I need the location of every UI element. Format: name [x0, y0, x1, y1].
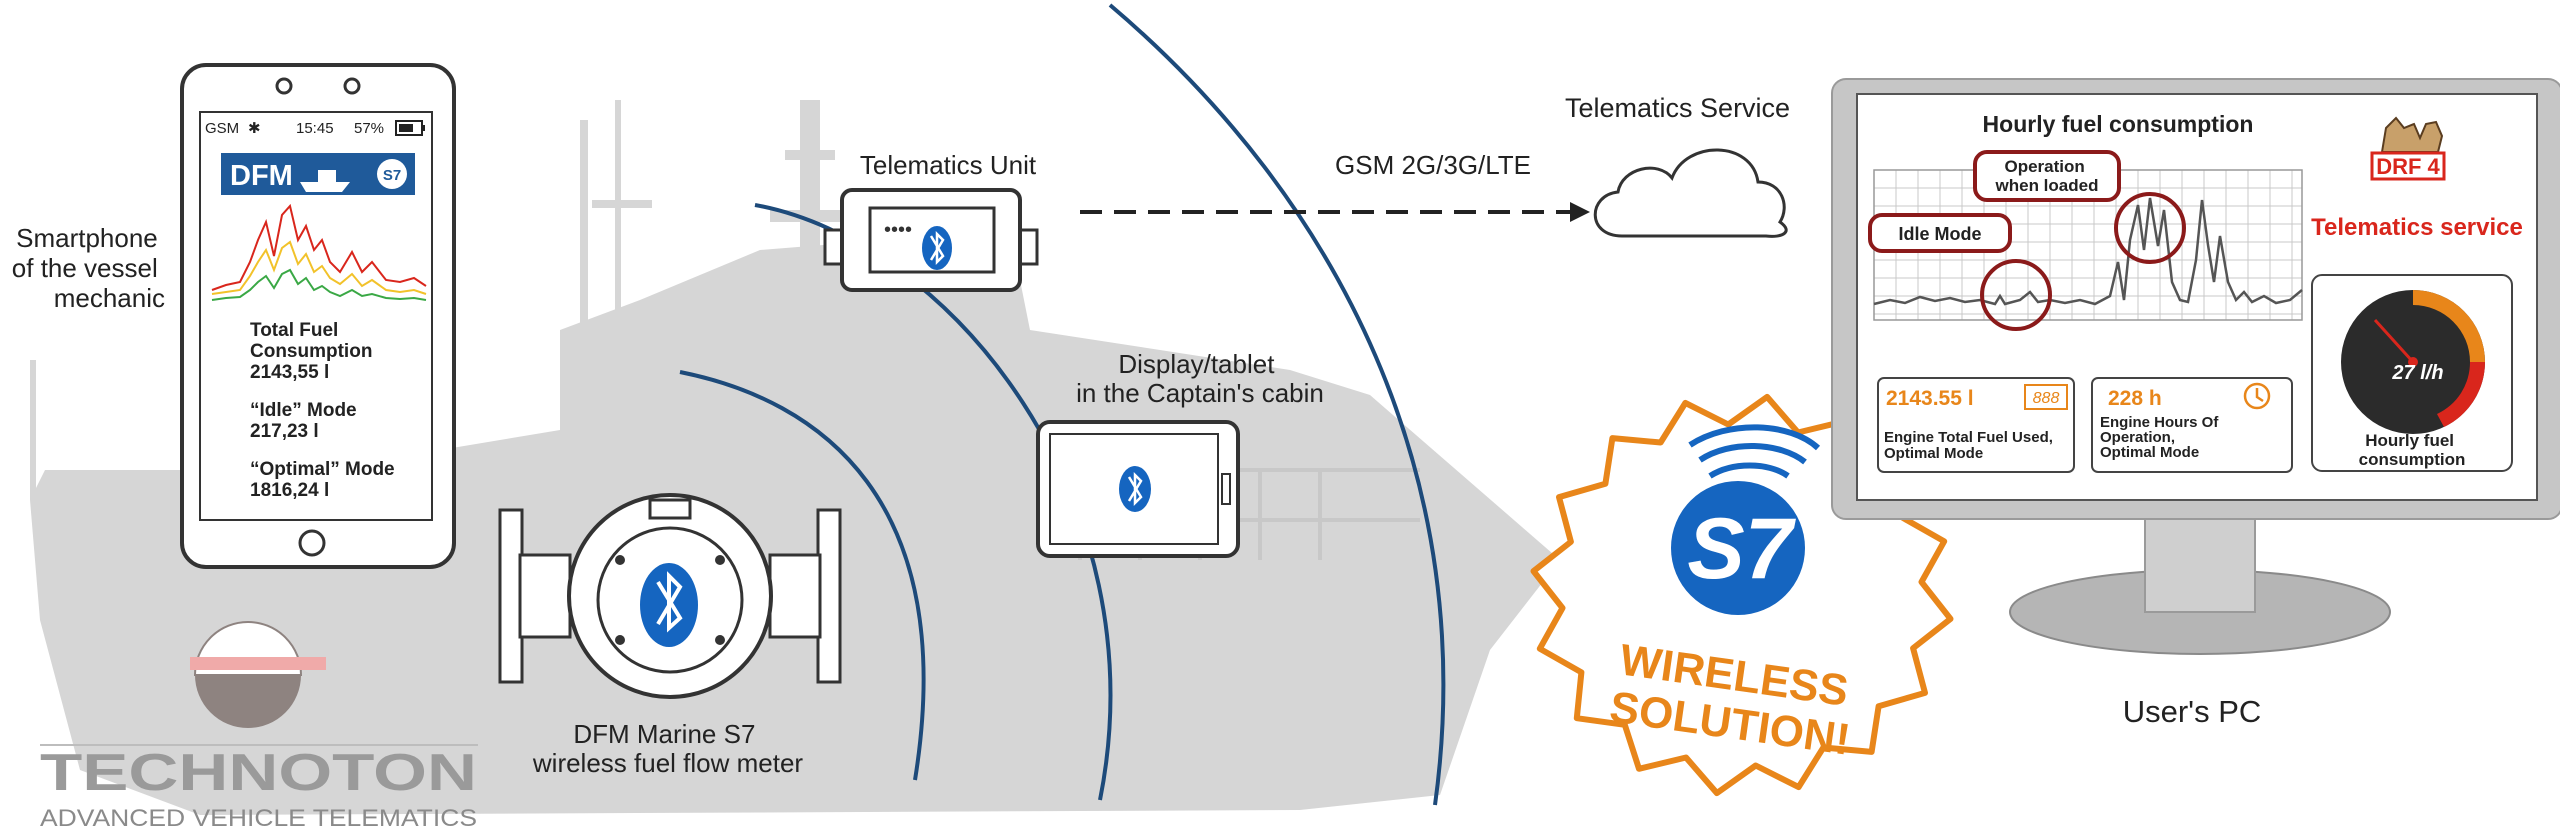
technoton-logo-tagline: ADVANCED VEHICLE TELEMATICS	[40, 805, 477, 831]
phone-status-battery: 57%	[354, 120, 384, 137]
technoton-logo-name: TECHNOTON	[40, 744, 477, 802]
battery-icon	[395, 120, 425, 136]
card-engine-hours: 228 h Engine Hours Of Operation, Optimal…	[2091, 377, 2293, 473]
phone-stats: Total Fuel Consumption 2143,55 l “Idle” …	[250, 320, 395, 501]
callout-loaded	[1973, 150, 2121, 202]
callout-idle	[1868, 213, 2012, 253]
gauge-needle	[2373, 318, 2415, 364]
svg-text:217,23 l: 217,23 l	[250, 421, 319, 442]
callout-loaded-text: Operation when loaded	[1995, 157, 2099, 195]
svg-text:Consumption: Consumption	[250, 341, 372, 362]
meter-label: DFM Marine S7 wireless fuel flow meter	[532, 719, 804, 778]
s7-logo-icon	[1671, 481, 1805, 615]
phone-camera-icon	[275, 77, 293, 95]
phone-status-time: 15:45	[296, 120, 334, 137]
bluetooth-icon	[640, 563, 698, 647]
svg-text:“Idle” Mode: “Idle” Mode	[250, 400, 357, 421]
app-badge-icon	[377, 159, 407, 189]
unit-indicator-dots: ••••	[884, 219, 912, 241]
dogs-icon	[2380, 116, 2444, 153]
card-engine-hours-label: Engine Hours Of Operation, Optimal Mode	[2100, 414, 2223, 461]
card-total-fuel: 2143.55 l 888 Engine Total Fuel Used, Op…	[1877, 377, 2075, 473]
phone-fuel-chart	[211, 203, 427, 301]
card-engine-hours-value: 228 h	[2108, 387, 2162, 410]
card-total-fuel-label: Engine Total Fuel Used, Optimal Mode	[1884, 429, 2057, 462]
phone-sensor-icon	[343, 77, 361, 95]
wave-arc	[1108, 3, 1446, 806]
smartphone-label: Smartphone of the vessel mechanic	[12, 223, 165, 313]
wifi-arcs-icon	[1688, 424, 1821, 479]
cloud-icon	[1593, 148, 1788, 238]
counter-icon-text: 888	[2033, 390, 2060, 407]
svg-text:2143,55 l: 2143,55 l	[250, 362, 329, 383]
display-label: Display/tablet in the Captain's cabin	[1076, 349, 1324, 408]
telematics-unit: ••••	[823, 188, 1039, 292]
telematics-service-label: Telematics Service	[1565, 93, 1790, 123]
callout-idle-text: Idle Mode	[1898, 224, 1981, 244]
vessel-icon	[300, 170, 350, 192]
card-hourly-gauge: 27 l/h Hourly fuel consumption	[2311, 274, 2513, 472]
telematics-unit-label: Telematics Unit	[860, 150, 1037, 180]
idle-highlight	[1980, 259, 2052, 331]
card-total-fuel-value: 2143.55 l	[1886, 387, 1974, 410]
bluetooth-icon	[1119, 466, 1151, 512]
svg-text:“Optimal” Mode: “Optimal” Mode	[250, 459, 395, 480]
users-pc-label: User's PC	[2123, 694, 2262, 729]
loaded-highlight	[2114, 192, 2186, 264]
telematics-service-title: Telematics service	[2311, 214, 2523, 241]
bluetooth-icon	[922, 226, 952, 270]
monitor-chart-title: Hourly fuel consumption	[1983, 111, 2254, 137]
fuel-flow-meter	[498, 493, 842, 699]
drf4-brand-text: DRF 4	[2376, 154, 2440, 179]
phone-status-network: GSM	[205, 120, 239, 137]
gauge-value: 27 l/h	[2391, 362, 2443, 384]
technoton-logo: TECHNOTON ADVANCED VEHICLE TELEMATICS	[40, 621, 478, 832]
wave-arc	[679, 370, 926, 781]
counter-icon	[2024, 384, 2068, 410]
bluetooth-status-icon: ✱	[248, 120, 261, 137]
users-pc-monitor: Hourly fuel consumption Idle Mode Operat…	[1831, 78, 2560, 655]
gsm-arrow	[1080, 202, 1590, 222]
s7-logo-text: S7	[1687, 501, 1796, 597]
app-logo-text: DFM	[230, 160, 293, 192]
app-logo: DFM S7	[221, 153, 415, 195]
app-badge-text: S7	[383, 167, 401, 184]
drf4-brand-logo: DRF 4	[2370, 116, 2446, 181]
phone-home-button[interactable]	[298, 529, 326, 557]
monitor-fuel-chart: Idle Mode Operation when loaded	[1868, 150, 2303, 331]
gsm-label: GSM 2G/3G/LTE	[1335, 150, 1531, 180]
clock-icon	[2243, 382, 2271, 410]
display-tablet	[1036, 420, 1240, 558]
smartphone: GSM ✱ 15:45 57% DFM S7 Total Fuel Consum…	[180, 63, 456, 569]
svg-text:1816,24 l: 1816,24 l	[250, 480, 329, 501]
svg-text:Total Fuel: Total Fuel	[250, 320, 338, 341]
gauge-label: Hourly fuel consumption	[2359, 431, 2466, 469]
